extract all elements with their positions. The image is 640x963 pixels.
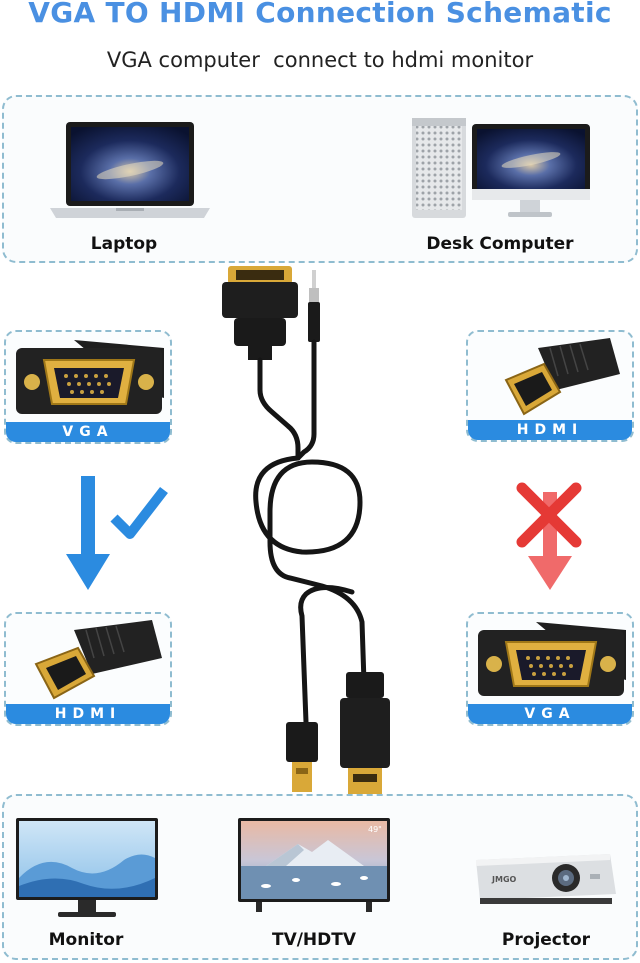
projector-label: Projector — [501, 930, 591, 950]
projector-brand-text: JMGO — [491, 875, 517, 884]
hdmi-input-card: HDMI — [4, 612, 172, 726]
page-title: VGA TO HDMI Connection Schematic — [28, 0, 612, 29]
desk-computer-label: Desk Computer — [426, 234, 574, 254]
arrow-down-icon — [66, 476, 110, 590]
hdmi-output-card: HDMI — [466, 330, 634, 442]
vga-output-card: VGA — [466, 612, 634, 726]
vga-to-hdmi-cable — [222, 266, 390, 794]
vga-input-card: VGA — [4, 330, 172, 444]
tv-size-text: 49" — [368, 825, 382, 834]
vga-connector-icon — [478, 622, 626, 696]
hdmi-connector-icon — [504, 338, 620, 416]
hdmi-label-bar: HDMI — [468, 420, 632, 440]
hdmi-connector-icon — [34, 620, 162, 700]
laptop-icon — [50, 122, 210, 218]
vga-label-bar: VGA — [468, 704, 632, 724]
laptop-label: Laptop — [90, 234, 158, 254]
cross-icon — [516, 482, 582, 548]
vga-label-bar: VGA — [6, 422, 170, 442]
tv-icon: 49" — [238, 818, 390, 912]
hdmi-label-bar: HDMI — [6, 704, 170, 724]
desktop-computer-icon — [412, 118, 590, 218]
monitor-label: Monitor — [48, 930, 124, 950]
projector-icon: JMGO — [476, 854, 616, 904]
vga-connector-icon — [16, 340, 164, 414]
page-subtitle: VGA computer connect to hdmi monitor — [106, 48, 534, 72]
check-icon — [110, 486, 168, 539]
tv-label: TV/HDTV — [271, 930, 357, 950]
monitor-icon — [16, 818, 158, 917]
